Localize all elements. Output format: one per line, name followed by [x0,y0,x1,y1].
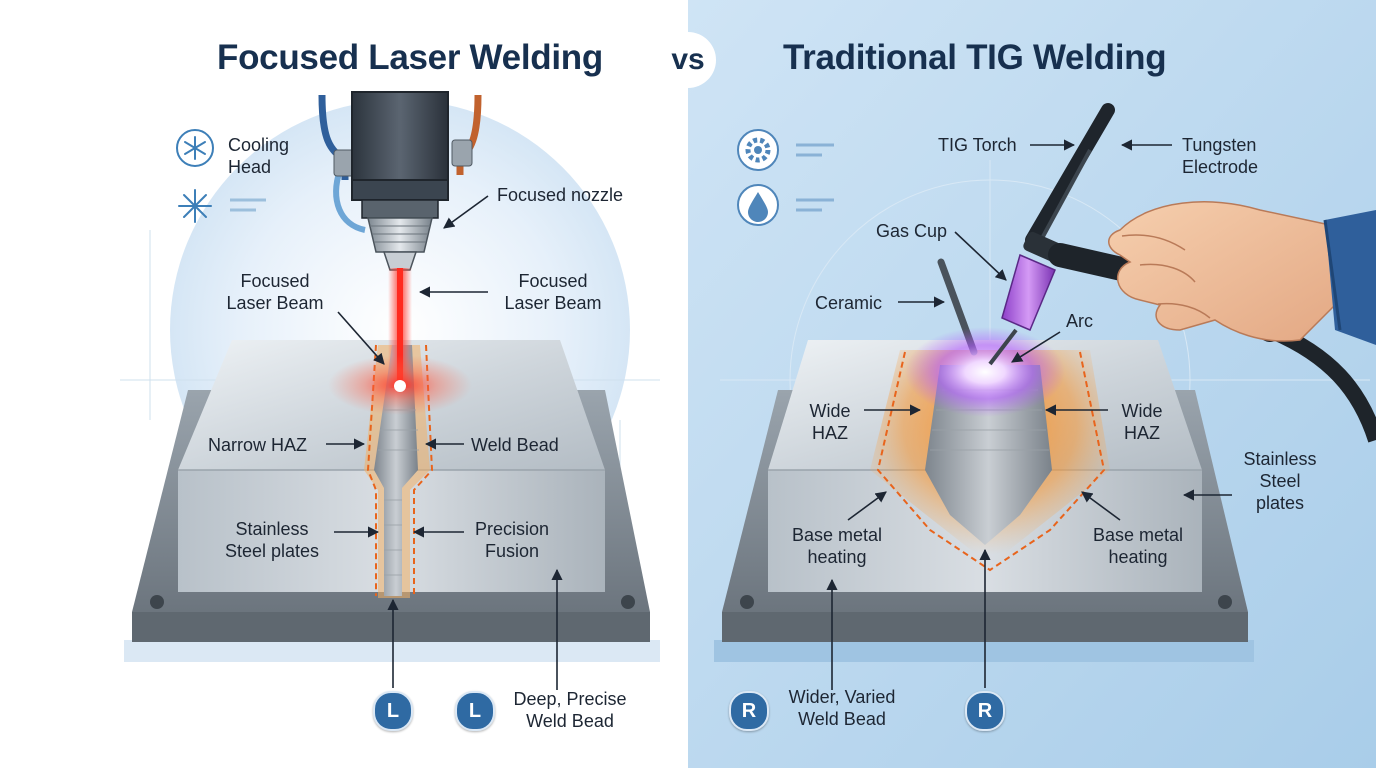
droplet-icon [737,184,834,226]
label-narrow-haz: Narrow HAZ [208,435,308,455]
right-title: Traditional TIG Welding [783,38,1167,77]
snowflake-icon [176,129,214,167]
sparkle-icon [178,189,266,223]
badge-l-bead: L [373,691,413,731]
label-arc: Arc [1066,311,1093,331]
label-weld-bead: Weld Bead [471,435,559,455]
label-gas-cup: Gas Cup [876,221,948,241]
badge-r-legend: R [729,691,769,731]
laser-weld-assembly [132,91,650,642]
vs-badge: vs [660,32,716,88]
label-tig-torch: TIG Torch [938,135,1017,155]
gear-icon [737,129,834,171]
badge-r-bead: R [965,691,1005,731]
left-title: Focused Laser Welding [217,38,603,77]
label-focused-nozzle: Focused nozzle [497,185,624,205]
label-ceramic: Ceramic [815,293,883,313]
badge-l-legend: L [455,691,495,731]
